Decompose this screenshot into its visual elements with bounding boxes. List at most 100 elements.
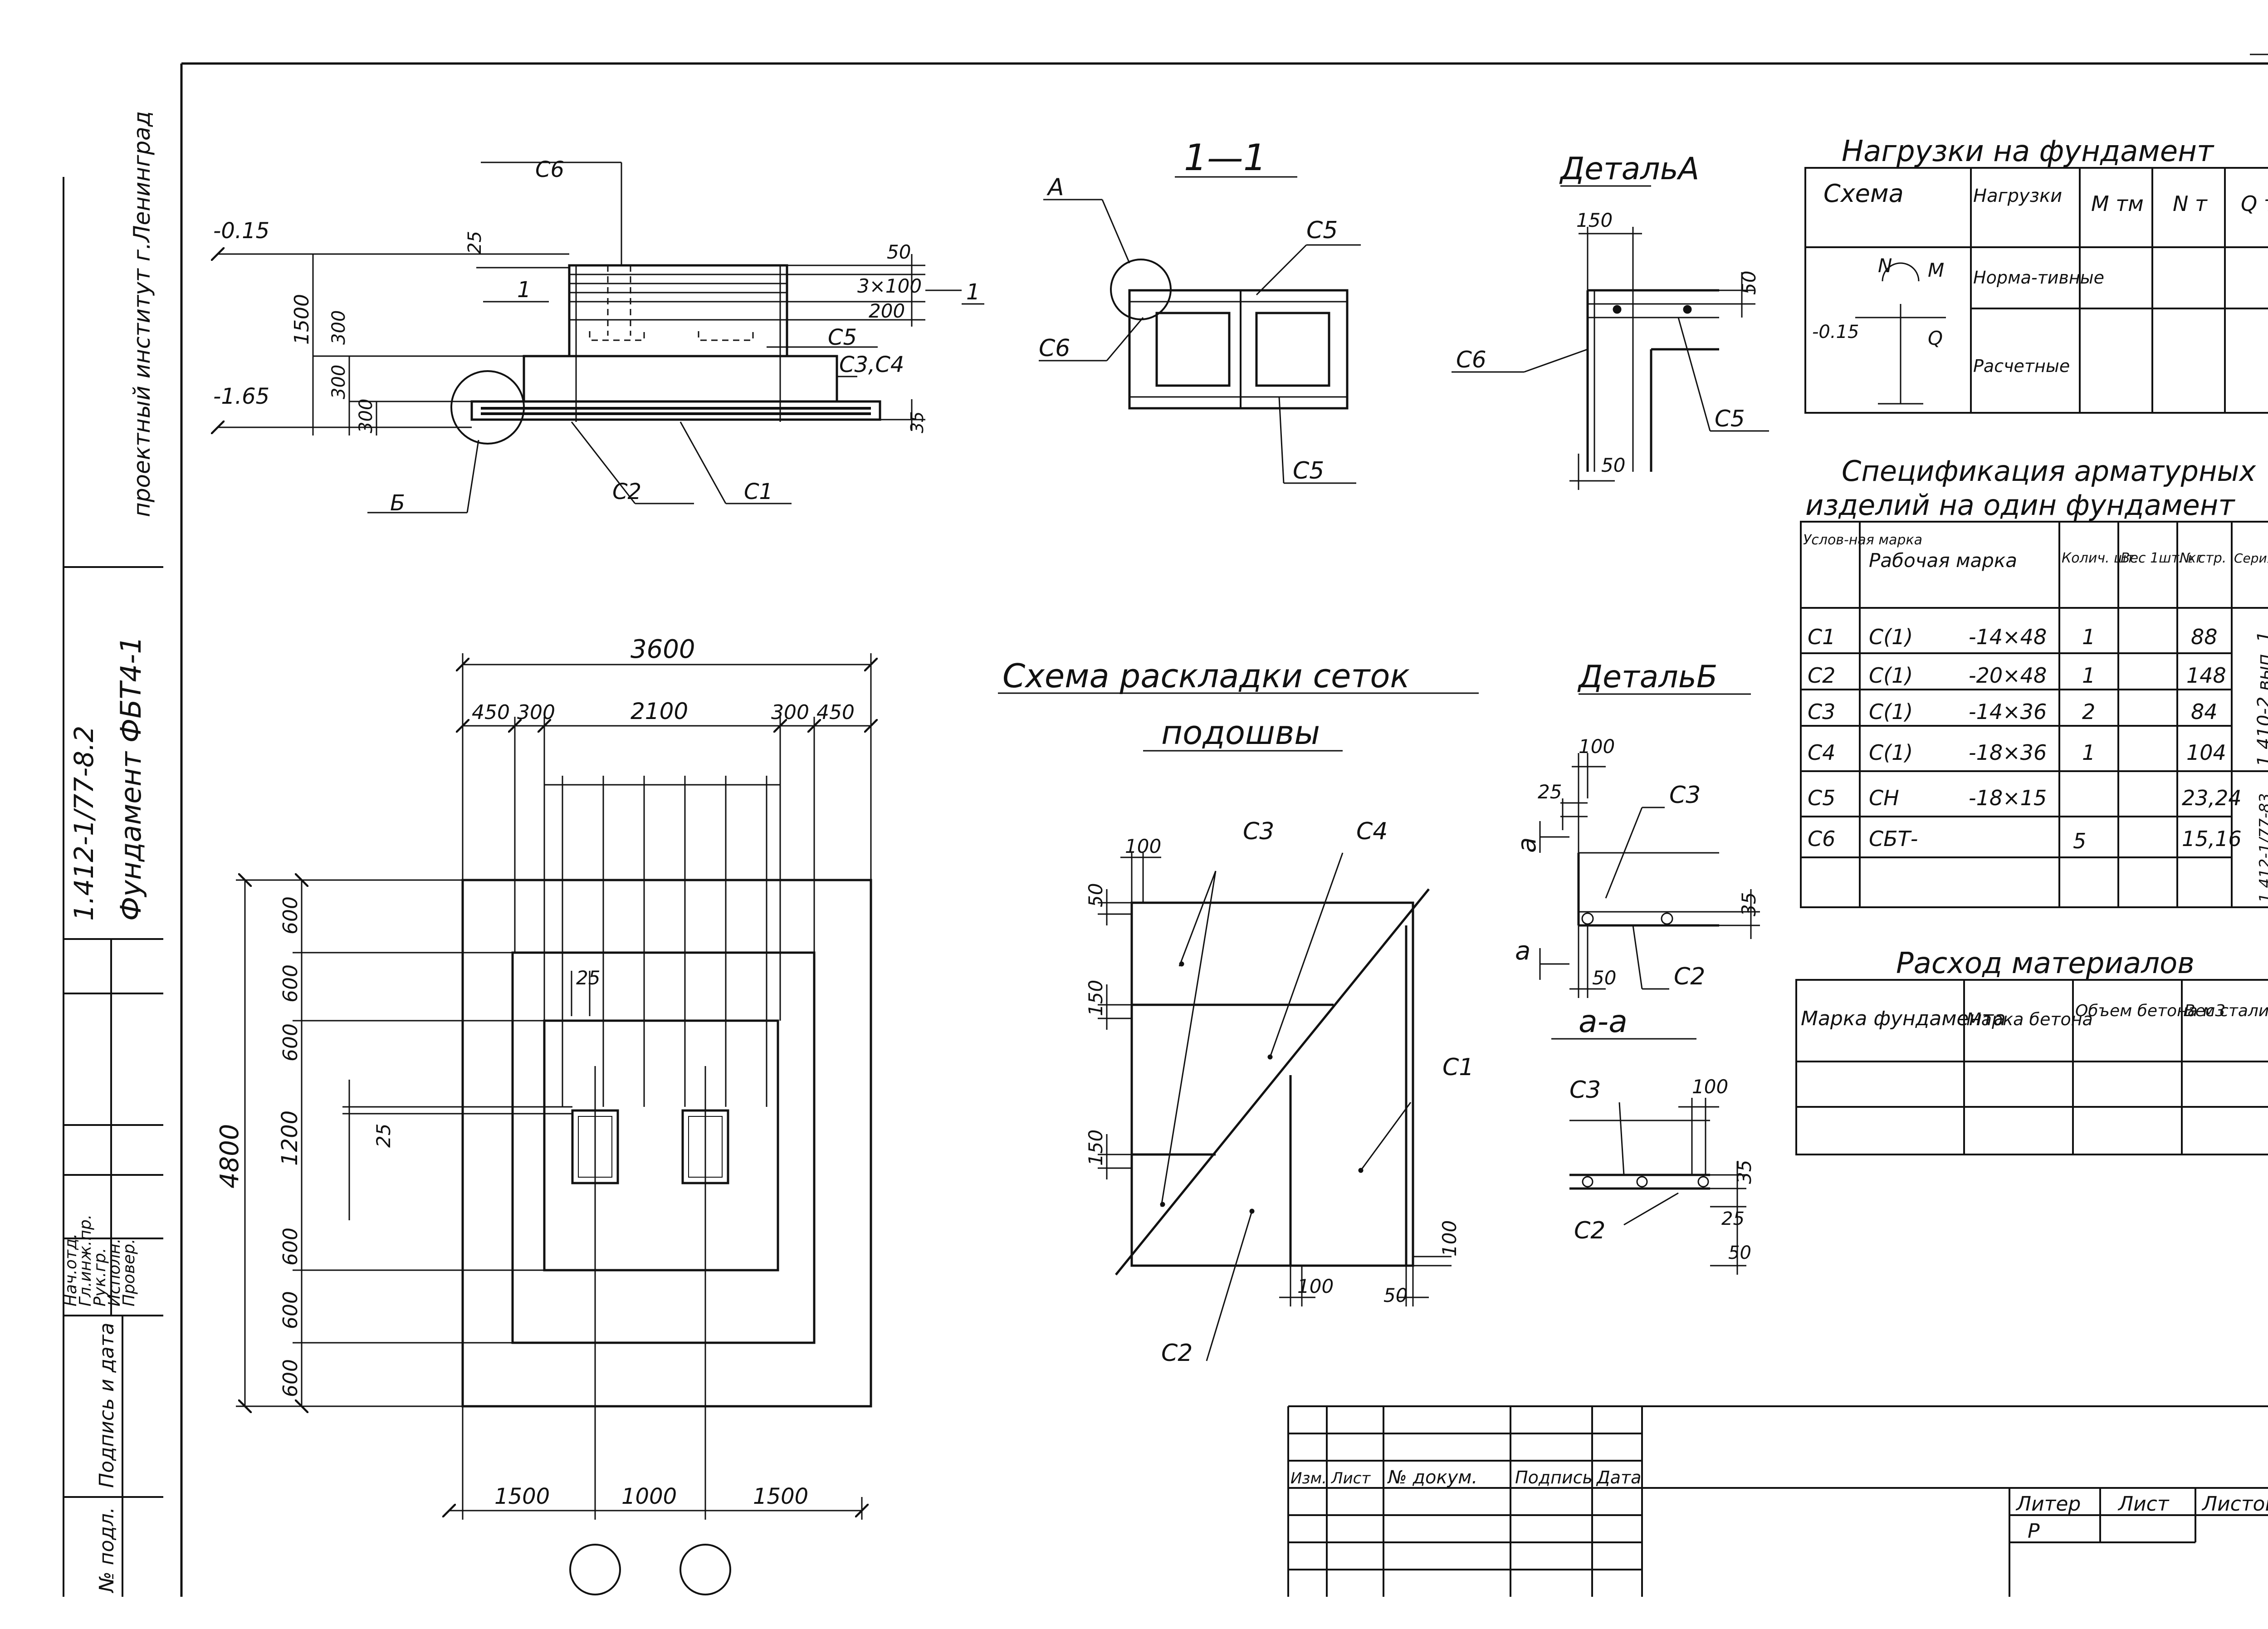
- mesh-dim-50: 50: [1085, 883, 1107, 907]
- spec-page: 15,16: [2182, 827, 2242, 851]
- plan-width-300-right: 300: [771, 701, 809, 724]
- plan-view: [236, 653, 871, 1595]
- loads-row-design: Расчетные: [1973, 356, 2070, 376]
- title-block-labels: Изм. Лист № докум. Подпись Дата Литер Ли…: [1290, 1467, 2268, 1543]
- plan-width-2100: 2100: [631, 698, 688, 724]
- scheme-n: N: [1878, 254, 1892, 277]
- spec-page: 88: [2191, 625, 2218, 649]
- detail-a-labels: ДетальА 150 50 50 С6 С5: [1456, 151, 1760, 476]
- spec-mark: С1: [1808, 625, 1835, 649]
- role-3: Рук.гр.: [91, 1248, 109, 1306]
- spec-page: 84: [2191, 700, 2218, 724]
- sheet-frame: [180, 54, 2268, 1597]
- spec-qty: 5: [2073, 829, 2086, 853]
- spec-mark: С4: [1808, 740, 1835, 765]
- spec-work: С(1): [1869, 663, 1913, 688]
- mesh-dim-150-b: 150: [1085, 1130, 1107, 1166]
- spec-qty: 1: [2082, 663, 2095, 688]
- loads-row-normative: Норма-тивные: [1973, 268, 2104, 288]
- section-a-a-dim-50: 50: [1728, 1243, 1751, 1263]
- detail-b-dim-35: 35: [1738, 892, 1760, 916]
- table-row: С4 С(1) -18×36 1 104: [1808, 740, 2226, 765]
- loads-header-scheme: Схема: [1823, 179, 1904, 208]
- dim-1500: 1500: [290, 294, 313, 345]
- loads-header-m: М тм: [2091, 191, 2144, 216]
- detail-b-title: ДетальБ: [1577, 659, 1717, 695]
- plan-bottom-1500-left: 1500: [494, 1484, 550, 1509]
- plan-height-600-6: 600: [279, 1359, 302, 1397]
- spec-series-2: 1.412-1/77-83: [2256, 793, 2268, 903]
- plan-height-600-1: 600: [279, 896, 302, 934]
- label-c3c4: С3,С4: [839, 352, 904, 377]
- detail-b-cut-top: а: [1512, 837, 1542, 853]
- dim-150: 150: [1576, 209, 1613, 231]
- loads-title: Нагрузки на фундамент: [1842, 135, 2214, 168]
- dim-300-b: 300: [328, 365, 349, 399]
- label-a: А: [1046, 174, 1064, 201]
- plan-dim-25-left: 25: [372, 1124, 395, 1148]
- loads-header-loads: Нагрузки: [1973, 186, 2062, 206]
- mesh-dim-100-bottom: 100: [1297, 1275, 1334, 1297]
- scheme-level: -0.15: [1812, 322, 1859, 342]
- spec-work: С(1): [1869, 625, 1913, 649]
- label-c5-top: С5: [1306, 217, 1338, 244]
- label-c6: С6: [535, 157, 564, 182]
- materials-table: [1795, 979, 2268, 1155]
- section-mark-right: 1: [966, 279, 980, 305]
- plan-height-total: 4800: [215, 1124, 244, 1189]
- tb-header-docnum: № докум.: [1387, 1467, 1477, 1488]
- spec-title-line2: изделий на один фундамент: [1805, 489, 2235, 522]
- dim-200: 200: [869, 300, 905, 322]
- materials-title: Расход материалов: [1896, 947, 2195, 980]
- spec-mark: С6: [1808, 827, 1835, 851]
- spec-header-page: № стр.: [2179, 550, 2226, 566]
- mesh-dim-50-bottom: 50: [1383, 1284, 1408, 1306]
- original-number-label: № подл.: [95, 1507, 118, 1594]
- label-c6: С6: [1456, 347, 1486, 373]
- label-c1: С1: [744, 479, 773, 504]
- dim-300-a: 300: [328, 310, 349, 345]
- section-a-a: [1551, 1038, 1746, 1275]
- spec-work: СБТ-: [1869, 827, 1918, 851]
- drawing-code: 1.412-1/77-8.2: [68, 726, 99, 921]
- materials-header-volume: Объем бетона м3: [2075, 1002, 2225, 1020]
- mesh-dim-150-a: 150: [1085, 980, 1107, 1016]
- section-a-a-label-c2: С2: [1574, 1217, 1605, 1244]
- spec-size: -14×48: [1969, 625, 2047, 649]
- signature-date-label: Подпись и дата: [95, 1323, 118, 1488]
- left-title-strip: [63, 177, 163, 1597]
- elevation-labels: -0.15 -1.65 1500 300 300 300 25 50 3×100…: [213, 157, 980, 516]
- table-row: С1 С(1) -14×48 1 88: [1808, 625, 2218, 649]
- detail-a: [1452, 185, 1769, 490]
- elevation-view: [218, 161, 984, 514]
- plan-height-600-2: 600: [279, 964, 302, 1003]
- mesh-dim-100-right: 100: [1438, 1220, 1461, 1257]
- role-5: Провер.: [120, 1238, 138, 1306]
- spec-page: 104: [2186, 740, 2226, 765]
- label-c5: С5: [1715, 406, 1745, 432]
- role-2: Гл.инж.пр.: [76, 1214, 95, 1306]
- mesh-dim-100-top: 100: [1125, 835, 1161, 857]
- detail-b-label-c3: С3: [1669, 782, 1701, 809]
- table-row: С2 С(1) -20×48 1 148: [1808, 663, 2226, 688]
- tb-sheet: Лист: [2117, 1492, 2170, 1516]
- section-a-a-dim-25: 25: [1721, 1208, 1745, 1229]
- label-b: Б: [390, 490, 405, 516]
- tb-literal-value: Р: [2028, 1520, 2040, 1543]
- section-1-1-labels: 1—1 А С5 С6 С5: [1039, 137, 1338, 484]
- level-top: -0.15: [213, 218, 269, 244]
- tb-header-sheet: Лист: [1330, 1469, 1371, 1487]
- plan-height-1200: 1200: [277, 1110, 303, 1166]
- mesh-label-c2: С2: [1161, 1340, 1193, 1367]
- spec-qty: 2: [2082, 700, 2095, 724]
- label-c6: С6: [1039, 335, 1070, 362]
- section-a-a-title: а-а: [1579, 1004, 1628, 1040]
- tb-header-change: Изм.: [1290, 1469, 1327, 1487]
- plan-width-450-left: 450: [472, 701, 510, 724]
- plan-width-450-right: 450: [816, 701, 855, 724]
- label-c2: С2: [612, 479, 641, 504]
- detail-a-title: ДетальА: [1559, 151, 1699, 187]
- spec-size: -20×48: [1969, 663, 2047, 688]
- org-name: проектный институт г.Ленинград: [129, 111, 155, 517]
- level-bottom: -1.65: [213, 384, 269, 409]
